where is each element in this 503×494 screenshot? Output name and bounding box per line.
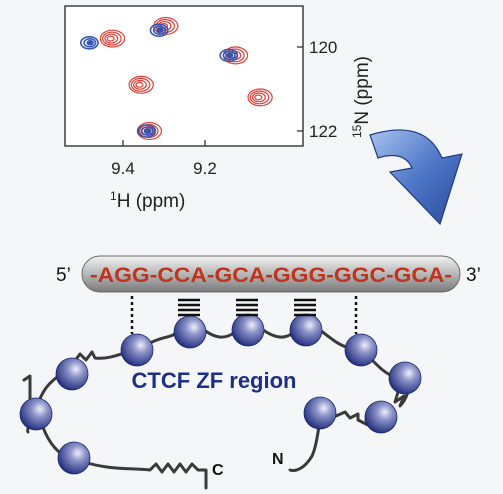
y-tick-label: 122: [309, 122, 337, 141]
zinc-finger-sphere: [57, 441, 91, 475]
zinc-finger-sphere: [364, 400, 398, 434]
x-axis-label-text: H (ppm): [117, 191, 186, 212]
zinc-finger-sphere: [388, 361, 422, 395]
zinc-finger-sphere: [289, 313, 323, 347]
peak-contour: [86, 39, 94, 46]
dna-duplex: [81, 255, 461, 293]
peak-contour: [104, 33, 119, 44]
peak-contour: [102, 31, 122, 46]
zinc-finger-sphere: [120, 333, 154, 367]
peak-contour: [99, 29, 126, 48]
peak-contour: [136, 121, 163, 140]
zinc-finger-sphere: [55, 357, 89, 391]
protein-region-label: CTCF ZF region: [132, 368, 297, 393]
y-axis-label: 15N (ppm): [350, 56, 373, 138]
peak-contour: [106, 35, 115, 42]
blue-peak: [137, 124, 157, 138]
zinc-finger-sphere: [231, 313, 265, 347]
peak-contour: [140, 126, 154, 136]
peak-contour: [254, 94, 263, 101]
curved-arrow-icon: [369, 129, 463, 226]
red-peak: [99, 29, 126, 48]
peak-contour: [137, 124, 157, 138]
y-tick-label: 120: [309, 38, 337, 57]
blue-peak: [219, 48, 239, 63]
dna-5-prime-end: 5’: [56, 265, 71, 286]
peak-contour: [225, 48, 245, 63]
peak-contour: [247, 88, 273, 107]
peak-contour: [225, 52, 234, 59]
dna-3-prime-end: 3’: [466, 265, 481, 286]
red-peak: [247, 88, 273, 107]
nmr-spectrum: 9.4 9.2 120 122 1H (ppm) 15N (ppm): [64, 5, 373, 212]
zinc-finger-sphere: [173, 315, 207, 349]
peak-contour: [128, 75, 154, 94]
peak-contour: [149, 23, 169, 38]
peak-layer: [79, 17, 273, 140]
c-terminus-label: C: [212, 462, 224, 479]
zinc-finger-sphere: [303, 396, 337, 430]
spectrum-frame: [64, 5, 304, 147]
zinc-finger-sphere: [19, 397, 53, 431]
peak-contour: [79, 35, 99, 50]
y-axis-label-text: N (ppm): [352, 56, 373, 125]
peak-contour: [152, 25, 167, 36]
x-axis-label-isotope: 1: [110, 189, 117, 203]
x-axis-label: 1H (ppm): [110, 189, 185, 212]
dna-sequence: -AGG-CCA-GCA-GGG-GGC-GCA-: [90, 264, 452, 287]
x-tick-label: 9.4: [111, 159, 135, 178]
peak-contour: [135, 81, 144, 88]
blue-peak: [149, 23, 169, 38]
n-terminus-label: N: [272, 451, 284, 468]
strong-contact-bars: [178, 298, 316, 317]
peak-contour: [133, 79, 147, 90]
zinc-finger-domains: [19, 313, 422, 475]
peak-contour: [143, 128, 152, 134]
blue-peak: [79, 35, 99, 50]
y-axis-label-isotope: 15: [350, 124, 364, 138]
x-tick-label: 9.2: [193, 159, 217, 178]
peak-contour: [130, 77, 151, 92]
peak-contour: [249, 90, 270, 105]
peak-contour: [222, 50, 236, 61]
zinc-finger-sphere: [344, 333, 378, 367]
peak-contour: [156, 27, 164, 34]
peak-contour: [83, 37, 97, 48]
peak-contour: [219, 48, 239, 63]
peak-contour: [251, 92, 266, 103]
red-peak: [128, 75, 154, 94]
dna-contacts: [130, 296, 358, 334]
